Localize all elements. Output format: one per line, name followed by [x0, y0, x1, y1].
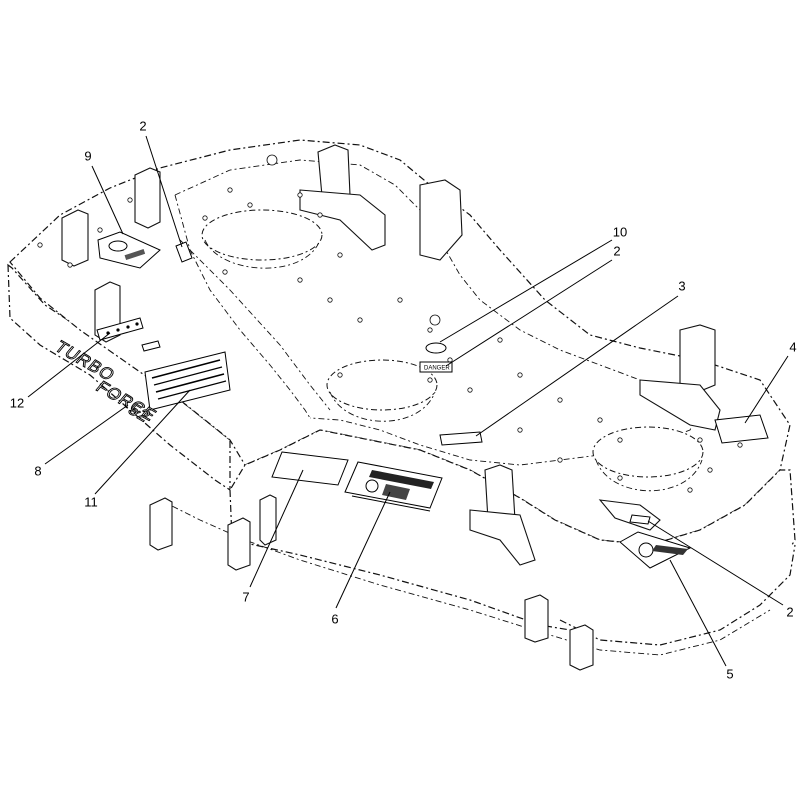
decal-5: [619, 531, 692, 569]
decal-9: [97, 231, 161, 269]
decal-2b: DANGER: [419, 361, 453, 373]
decal-11: [144, 351, 231, 411]
callout-12: 12: [10, 395, 24, 410]
danger-label-small: DANGER: [424, 366, 450, 372]
callout-8: 8: [34, 463, 41, 478]
callout-4: 4: [789, 339, 796, 354]
deck-bolts: [37, 154, 743, 493]
mounting-brackets: [61, 144, 721, 671]
decal-2a: [175, 241, 193, 263]
decal-2c: [629, 514, 651, 525]
callout-2-center: 2: [613, 243, 620, 258]
callout-9: 9: [84, 148, 91, 163]
callout-6: 6: [331, 611, 338, 626]
decal-3: [439, 431, 483, 446]
callout-2-top: 2: [139, 118, 146, 133]
decal-6: [344, 461, 443, 512]
decal-7: [271, 451, 349, 486]
callout-10: 10: [613, 224, 627, 239]
callout-11: 11: [84, 494, 98, 509]
decal-4: [714, 414, 769, 444]
callout-2-right: 2: [786, 604, 793, 619]
leader-lines: [27, 135, 789, 667]
callout-7: 7: [242, 589, 249, 604]
callout-numbers: 2 9 10 2 3 4 12 8 11 7 6 2 5: [10, 118, 797, 681]
decal-10: [425, 342, 447, 354]
callout-3: 3: [678, 278, 685, 293]
callout-5: 5: [726, 666, 733, 681]
